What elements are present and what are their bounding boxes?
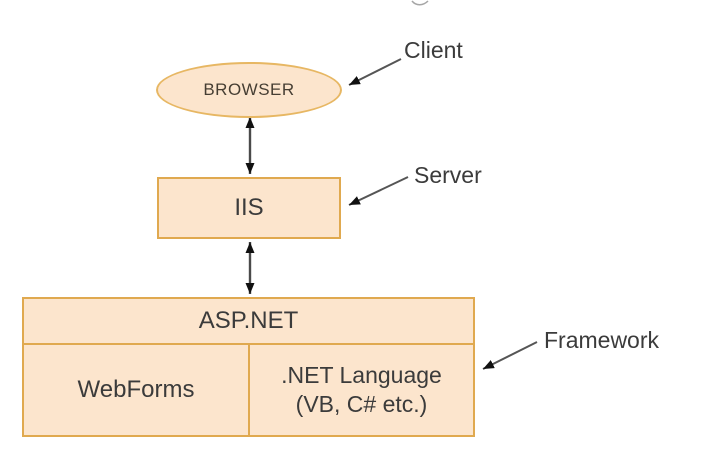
dotnet-language-label: .NET Language [281,362,442,389]
client-annotation-arrow [348,58,402,86]
server-annotation-arrow [348,176,409,206]
dotnet-language-sublabel: (VB, C# etc.) [295,391,428,417]
webforms-label: WebForms [77,376,195,403]
framework-annotation-label: Framework [544,327,660,353]
iis-node: IIS [157,177,341,239]
client-annotation-label: Client [404,37,463,63]
framework-node: ASP.NET WebForms .NET Language (VB, C# e… [22,297,475,437]
browser-label: BROWSER [203,80,295,99]
server-annotation-label: Server [414,162,482,188]
dotnet-language-cell: .NET Language (VB, C# etc.) [250,345,473,435]
browser-node: BROWSER [156,62,342,118]
aspnet-cell: ASP.NET [24,299,473,345]
webforms-cell: WebForms [24,345,250,435]
framework-annotation-arrow [482,341,538,370]
framework-bottom-row: WebForms .NET Language (VB, C# etc.) [24,345,473,435]
aspnet-label: ASP.NET [198,307,299,334]
top-edge-squiggle [411,0,429,6]
iis-label: IIS [234,194,264,221]
